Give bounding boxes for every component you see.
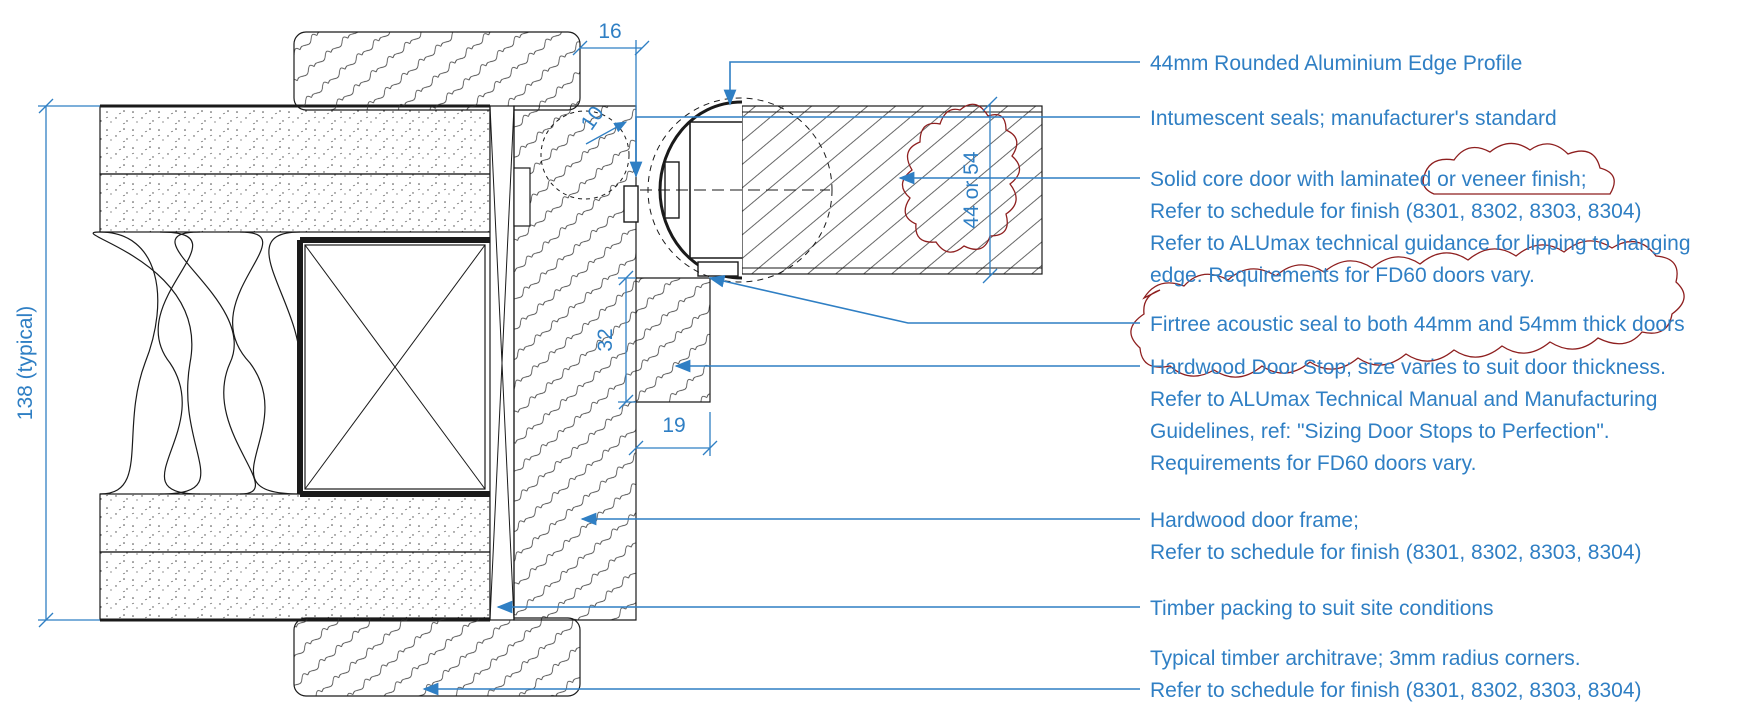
dimension-wall-thickness: 138 (typical) (14, 98, 100, 628)
note-edge-profile: 44mm Rounded Aluminium Edge Profile (1150, 52, 1522, 75)
plasterboard-bottom-inner (99, 493, 491, 553)
revision-cloud-finish-note (1422, 142, 1615, 195)
leader-edge-profile (723, 61, 1140, 106)
note-door-line-2: Refer to schedule for finish (8301, 8302… (1150, 200, 1642, 223)
plasterboard-bottom-outer (99, 551, 491, 621)
leader-firtree (708, 274, 1140, 324)
dimension-stop-width: 19 (628, 412, 718, 456)
note-timber-packing: Timber packing to suit site conditions (1150, 597, 1494, 620)
dimension-wall-label: 138 (typical) (14, 306, 37, 420)
frame-arris-radius-circle (540, 110, 630, 200)
architrave-top (293, 31, 581, 111)
frame-seal-strip (513, 167, 531, 227)
note-stop-line-1: Hardwood Door Stop; size varies to suit … (1150, 356, 1666, 379)
note-stop-line-4: Requirements for FD60 doors vary. (1150, 452, 1476, 475)
timber-packing (489, 105, 515, 621)
insulation-batts (92, 231, 301, 495)
partition-wall (92, 104, 491, 622)
note-architrave-line-2: Refer to schedule for finish (8301, 8302… (1150, 679, 1642, 702)
note-stop-line-3: Guidelines, ref: "Sizing Door Stops to P… (1150, 420, 1610, 443)
hanging-edge-swing-circle (647, 97, 833, 283)
dimension-door-label: 44 or 54 (960, 151, 983, 228)
architrave-bottom (293, 617, 581, 697)
note-firtree-seal: Firtree acoustic seal to both 44mm and 5… (1150, 313, 1685, 336)
note-architrave-line-1: Typical timber architrave; 3mm radius co… (1150, 647, 1581, 670)
firtree-acoustic-seal (697, 261, 739, 277)
metal-stud (297, 237, 490, 497)
dimension-gap: 16 (572, 20, 650, 176)
note-intumescent-seals: Intumescent seals; manufacturer's standa… (1150, 107, 1557, 130)
note-door-line-4: edge. Requirements for FD60 doors vary. (1150, 264, 1535, 287)
note-frame-line-1: Hardwood door frame; (1150, 509, 1359, 532)
note-stop-line-2: Refer to ALUmax Technical Manual and Man… (1150, 388, 1657, 411)
door-leaf (623, 97, 1043, 283)
plasterboard-top-inner (99, 173, 491, 233)
leader-lines (422, 61, 1140, 696)
dimension-stop-depth-label: 32 (594, 328, 617, 351)
dimension-door-thickness: 44 or 54 (960, 96, 998, 284)
revision-cloud-door-thickness (901, 103, 1021, 253)
note-door-line-3: Refer to ALUmax technical guidance for l… (1150, 232, 1691, 255)
dimension-stop-width-label: 19 (662, 414, 685, 437)
revision-cloud-firtree-note (1130, 240, 1685, 378)
note-frame-line-2: Refer to schedule for finish (8301, 8302… (1150, 541, 1642, 564)
note-door-line-1: Solid core door with laminated or veneer… (1150, 168, 1587, 191)
plasterboard-top-outer (99, 105, 491, 175)
annotation-notes: 44mm Rounded Aluminium Edge Profile Intu… (1150, 52, 1691, 702)
dimension-stop-depth: 32 (594, 270, 636, 410)
leader-intumescent (629, 116, 1140, 178)
dimension-gap-label: 16 (598, 20, 621, 43)
